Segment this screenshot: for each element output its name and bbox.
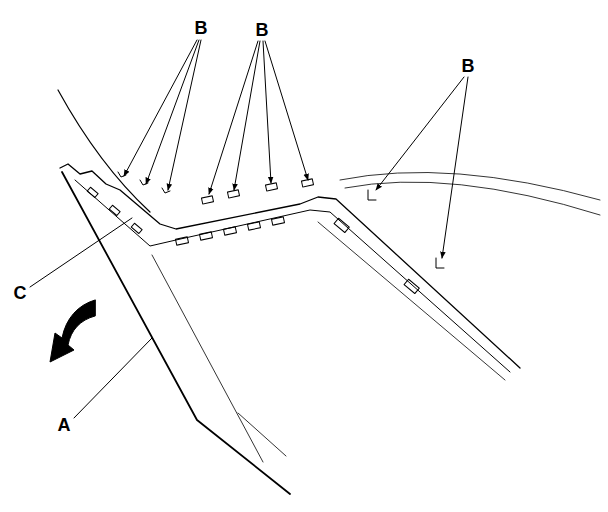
glass-edge: [238, 413, 286, 456]
leader-lines: [30, 40, 468, 418]
callout-letter: C: [13, 284, 28, 302]
clips: [87, 172, 444, 294]
callout-letter: A: [57, 416, 72, 434]
roof-edge: [58, 90, 150, 212]
direction-arrow: [50, 300, 95, 362]
molding-edge: [75, 180, 510, 372]
glass-edge: [318, 222, 505, 380]
molding-part: [62, 172, 290, 494]
glass-edge: [345, 182, 600, 215]
glass-edge: [152, 255, 263, 462]
callout-letter: B: [194, 19, 209, 37]
callout-letter: B: [461, 57, 476, 75]
callout-letter: B: [255, 21, 270, 39]
